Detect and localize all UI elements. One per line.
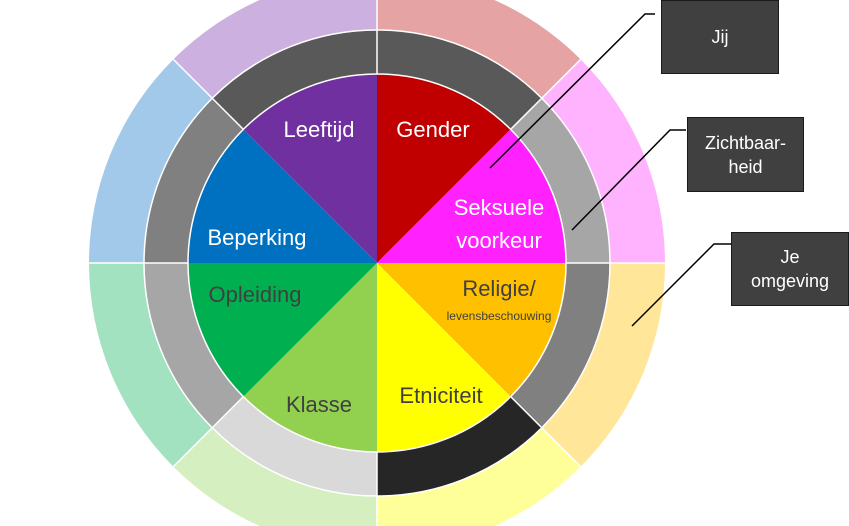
ring-boundary	[143, 29, 611, 497]
middle-ring	[144, 29, 610, 496]
inner-wheel	[188, 74, 566, 452]
wedge-religie	[377, 263, 566, 397]
outer-ring-segment-etniciteit	[377, 427, 581, 526]
leader-line-je-omgeving	[631, 243, 731, 327]
label-klasse: Klasse	[286, 392, 352, 417]
ring-divider-line	[172, 58, 244, 130]
callout-jij-text: Jij	[711, 27, 729, 47]
callout-zichtbaarheid: Zichtbaar- heid	[687, 117, 804, 192]
wedge-beperking	[188, 129, 377, 263]
middle-ring-segment-seksuele-voorkeur	[510, 98, 610, 264]
label-beperking: Beperking	[207, 225, 306, 250]
wedge-seksuele-voorkeur	[377, 129, 566, 263]
callout-je-omgeving-text: Je omgeving	[750, 247, 830, 291]
middle-ring-segment-leeftijd	[212, 29, 377, 130]
ring-divider-line	[172, 396, 244, 468]
label-gender: Gender	[396, 117, 469, 142]
callout-leader-lines	[489, 13, 731, 327]
middle-ring-segment-beperking	[144, 98, 244, 264]
leader-line-jij	[489, 13, 655, 169]
callout-jij: Jij	[661, 0, 779, 74]
outer-ring	[89, 0, 665, 526]
ring-divider-line	[510, 58, 582, 130]
outer-ring-segment-seksuele-voorkeur	[541, 59, 665, 264]
wedge-leeftijd	[243, 74, 377, 263]
wedge-klasse	[243, 263, 377, 452]
wedge-opleiding	[188, 263, 377, 397]
ring-boundary	[187, 73, 567, 453]
outer-ring-segment-klasse	[173, 427, 377, 526]
ring-dividers	[89, 0, 665, 526]
label-religie: Religie/levensbeschouwing	[447, 276, 552, 323]
outer-ring-segment-opleiding	[89, 263, 213, 467]
middle-ring-segment-klasse	[212, 396, 377, 496]
outer-ring-segment-beperking	[89, 59, 213, 264]
outer-ring-segment-leeftijd	[173, 0, 377, 99]
label-etniciteit: Etniciteit	[399, 383, 482, 408]
ring-divider-line	[510, 396, 582, 468]
callout-je-omgeving: Je omgeving	[731, 232, 849, 306]
label-leeftijd: Leeftijd	[284, 117, 355, 142]
middle-ring-segment-religie	[510, 263, 610, 428]
middle-ring-segment-etniciteit	[377, 396, 542, 496]
leader-line-zichtbaarheid	[571, 129, 686, 231]
callout-zichtbaarheid-text: Zichtbaar- heid	[704, 132, 787, 177]
middle-ring-segment-gender	[377, 30, 542, 130]
outer-ring-segment-gender	[377, 0, 581, 99]
label-opleiding: Opleiding	[209, 282, 302, 307]
middle-ring-segment-opleiding	[144, 263, 244, 428]
wedge-gender	[377, 74, 511, 263]
outer-ring-segment-religie	[541, 263, 665, 467]
wedge-etniciteit	[377, 263, 511, 452]
